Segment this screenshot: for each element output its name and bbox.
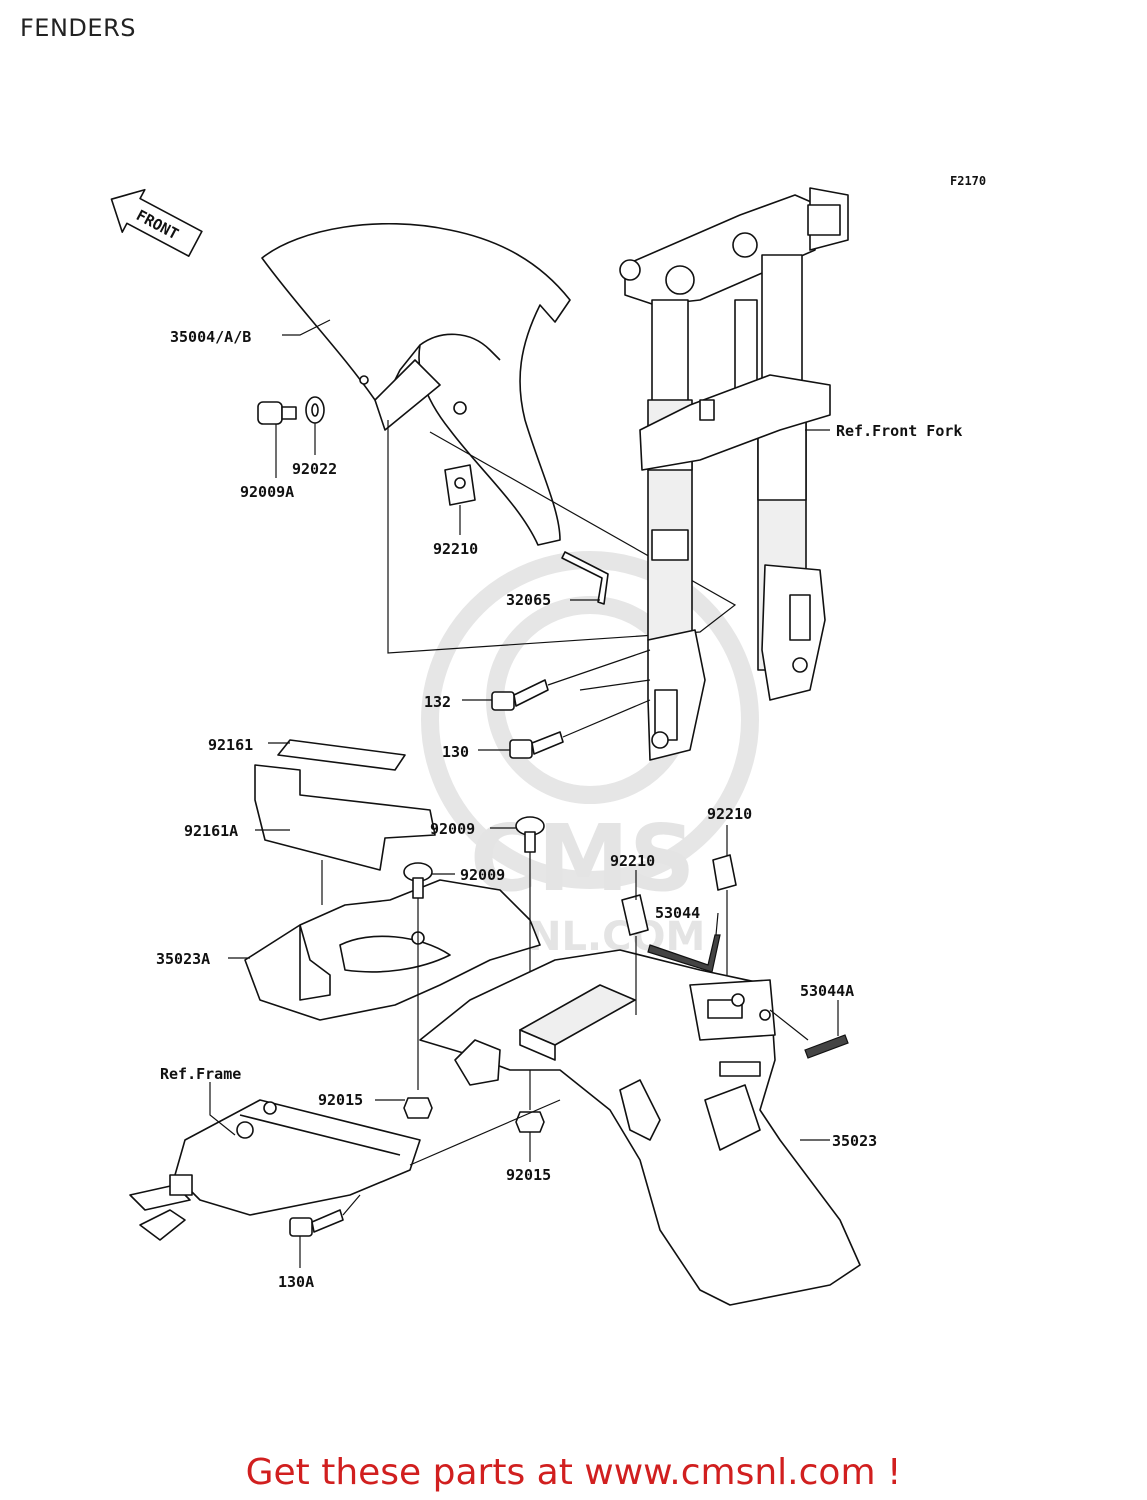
label-92009A: 92009A (240, 483, 294, 501)
label-ref-frame: Ref.Frame (160, 1065, 241, 1083)
label-92161A: 92161A (184, 822, 238, 840)
label-92009-upper: 92009 (430, 820, 475, 838)
label-92210-mid: 92210 (610, 852, 655, 870)
label-92210-right: 92210 (707, 805, 752, 823)
gasket-92161A (254, 764, 436, 871)
damper-53044A (804, 1034, 849, 1059)
label-92022: 92022 (292, 460, 337, 478)
label-132: 132 (424, 693, 451, 711)
inner-fender-35023A (244, 879, 541, 1021)
label-130: 130 (442, 743, 469, 761)
washer-92022 (305, 396, 325, 424)
bolt-130 (509, 731, 564, 759)
gasket-92161 (277, 739, 406, 771)
front-arrow-icon: FRONT (110, 188, 203, 257)
label-53044A: 53044A (800, 982, 854, 1000)
bracket-32065 (561, 551, 609, 605)
label-35023A: 35023A (156, 950, 210, 968)
front-fork (619, 187, 849, 761)
front-fender (261, 222, 571, 546)
label-92015-right: 92015 (506, 1166, 551, 1184)
clip-92210-right (712, 854, 737, 891)
label-35023: 35023 (832, 1132, 877, 1150)
leader-lines (209, 319, 839, 1268)
footer-cta-link[interactable]: Get these parts at www.cmsnl.com ! (245, 1452, 902, 1493)
nut-92015-left (403, 1097, 433, 1119)
watermark-text: CMS (470, 805, 695, 912)
clip-92210-top (444, 464, 476, 506)
frame-ref (129, 1099, 421, 1241)
label-92161: 92161 (208, 736, 253, 754)
bolt-130A (289, 1209, 344, 1237)
clip-92210-mid (621, 894, 649, 936)
label-32065: 32065 (506, 591, 551, 609)
label-92009-lower: 92009 (460, 866, 505, 884)
label-130A: 130A (278, 1273, 314, 1291)
label-92210-top: 92210 (433, 540, 478, 558)
label-ref-front-fork: Ref.Front Fork (836, 422, 962, 440)
bolt-132 (491, 679, 549, 711)
band-53044 (647, 934, 721, 973)
screw-92009-lower (403, 862, 433, 899)
label-92015-left: 92015 (318, 1091, 363, 1109)
part-labels: 35004/A/B 92022 92009A 92210 32065 Ref.F… (156, 328, 962, 1291)
nut-92015-right (515, 1111, 545, 1133)
rear-fender-35023 (419, 949, 861, 1306)
bolt-92009A (257, 401, 297, 425)
figure-code: F2170 (950, 174, 986, 188)
label-35004: 35004/A/B (170, 328, 251, 346)
page-title: FENDERS (20, 14, 136, 42)
screw-92009-upper (515, 816, 545, 853)
label-53044: 53044 (655, 904, 700, 922)
